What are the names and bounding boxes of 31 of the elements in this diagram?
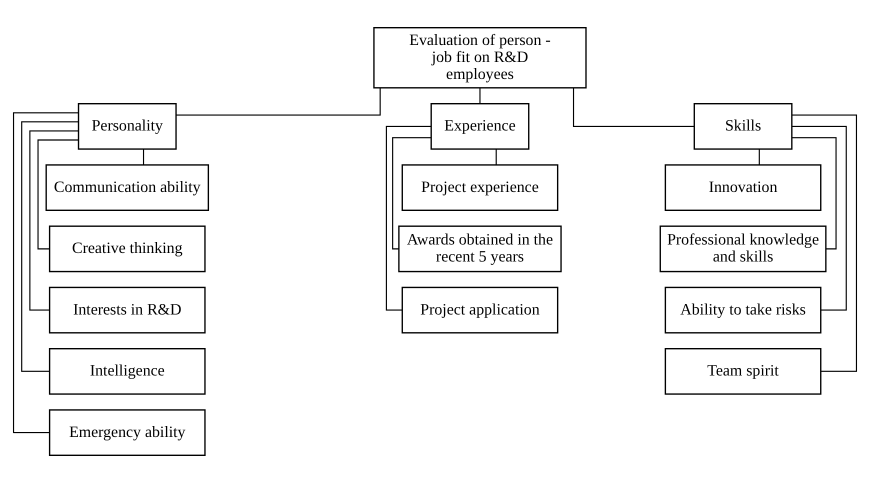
node-box: Ability to take risks (664, 286, 821, 334)
node-box: Skills (693, 103, 792, 150)
node-box: Team spirit (664, 348, 821, 395)
node-box: Creative thinking (48, 226, 206, 272)
connector (36, 139, 78, 250)
connector (385, 126, 430, 311)
node-box: Awards obtained in the recent 5 years (398, 226, 562, 272)
node-box: Personality (77, 103, 176, 150)
connector (478, 88, 480, 104)
node-box: Emergency ability (48, 409, 206, 456)
connector (495, 149, 496, 165)
node-box: Interests in R&D (48, 286, 206, 334)
node-box: Professional knowledge and skills (659, 226, 826, 272)
node-box: Communication ability (45, 164, 209, 211)
connector (142, 149, 144, 165)
connector (792, 137, 836, 250)
node-box: Evaluation of person - job fit on R&D employees (372, 27, 586, 89)
connector (28, 130, 78, 311)
connector (792, 114, 857, 372)
connector (392, 137, 431, 250)
connector (20, 121, 78, 372)
connector (572, 88, 694, 127)
node-box: Intelligence (48, 348, 206, 395)
connector (791, 126, 846, 311)
node-box: Project application (401, 286, 558, 334)
node-box: Innovation (664, 164, 821, 211)
connector (758, 149, 760, 165)
connector (176, 88, 380, 116)
connector (12, 112, 78, 434)
node-box: Project experience (401, 164, 558, 211)
node-box: Experience (430, 103, 529, 150)
